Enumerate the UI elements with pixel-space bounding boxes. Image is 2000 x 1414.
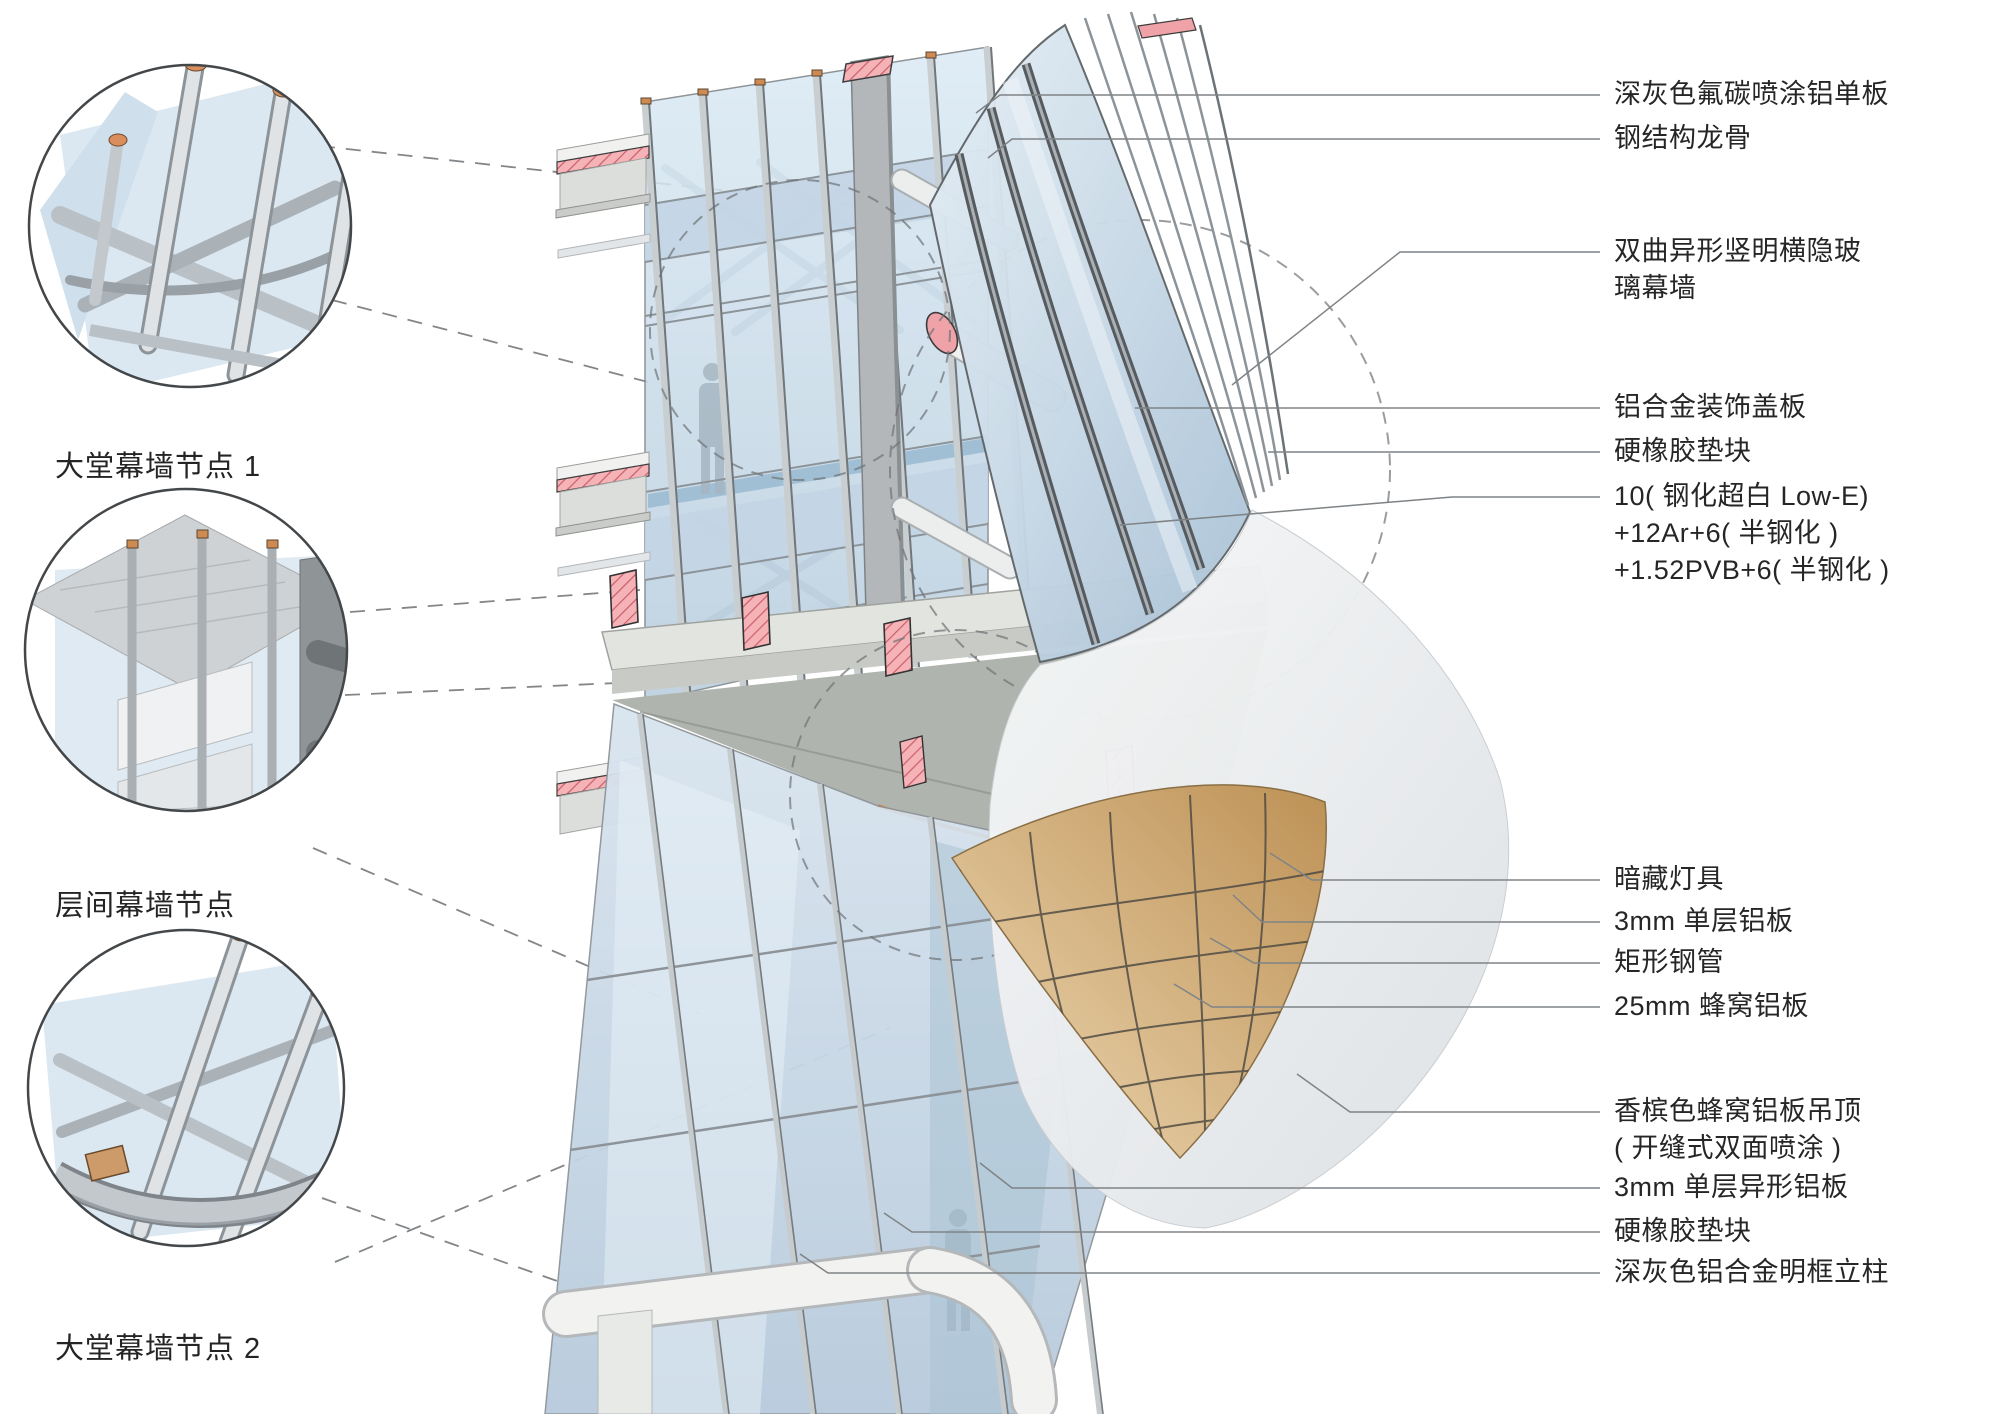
callout-circle-2: [23, 487, 349, 813]
annotation-aluminum-panel: 深灰色氟碳喷涂铝单板: [1614, 79, 1889, 109]
annotation-honeycomb-25mm: 25mm 蜂窝铝板: [1614, 991, 1810, 1021]
annotation-concealed-light: 暗藏灯具: [1614, 864, 1724, 894]
honeycomb-soffit: [950, 784, 1327, 1160]
annotation-rubber-pad-1: 硬橡胶垫块: [1614, 436, 1752, 466]
annotation-curtain-wall: 双曲异形竖明横隐玻璃幕墙: [1614, 236, 1862, 303]
steel-keel-column: [842, 55, 906, 651]
callout-circle-1: [27, 63, 353, 389]
annotation-glass-makeup: 10( 钢化超白 Low-E)+12Ar+6( 半钢化 )+1.52PVB+6(…: [1614, 481, 1890, 585]
annotation-steel-tube: 矩形钢管: [1614, 947, 1724, 977]
annotation-3mm-panel: 3mm 单层铝板: [1614, 906, 1794, 936]
fin-section-cut: [1137, 17, 1197, 39]
callout-circle-3: [26, 928, 346, 1248]
person-silhouette: [699, 363, 726, 494]
callout-caption-1: 大堂幕墙节点 1: [55, 451, 262, 483]
annotation-steel-keel: 钢结构龙骨: [1614, 123, 1752, 153]
callout-caption-3: 大堂幕墙节点 2: [55, 1333, 262, 1365]
lobby-glass-wall: [542, 702, 1206, 1414]
curved-glass-canopy: [928, 11, 1290, 664]
annotation-champagne-ceiling: 香槟色蜂窝铝板吊顶( 开缝式双面喷涂 ): [1614, 1096, 1862, 1163]
annotation-shaped-panel: 3mm 单层异形铝板: [1614, 1172, 1849, 1202]
annotation-cover-plate: 铝合金装饰盖板: [1614, 392, 1807, 422]
leader-lines: [799, 94, 1600, 1274]
fin-fan: [1083, 11, 1290, 506]
callout-caption-2: 层间幕墙节点: [55, 890, 236, 922]
annotation-exposed-mullion: 深灰色铝合金明框立柱: [1614, 1257, 1889, 1287]
cap-rail: [542, 1246, 1058, 1414]
annotation-rubber-pad-2: 硬橡胶垫块: [1614, 1216, 1752, 1246]
